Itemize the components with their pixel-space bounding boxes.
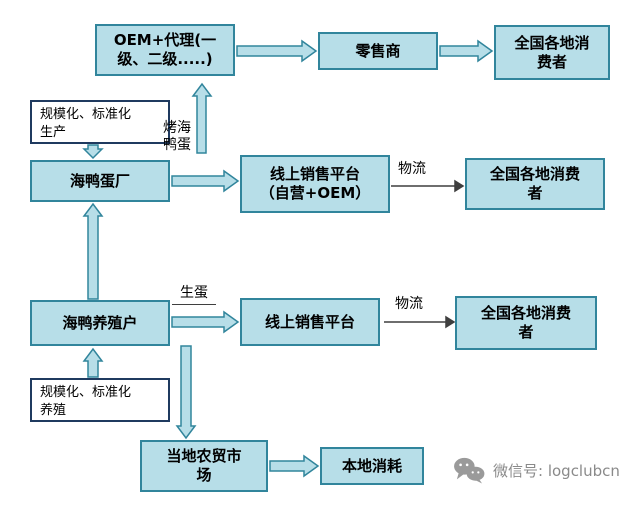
arrow-retailer-to-consumer	[439, 39, 494, 63]
node-online-platform-oem-line2: （自营+OEM）	[259, 184, 371, 202]
node-egg-factory-label: 海鸭蛋厂	[69, 171, 130, 190]
node-retailer: 零售商	[318, 32, 438, 70]
logistics-arrow-bottom	[384, 315, 456, 329]
node-egg-factory: 海鸭蛋厂	[30, 160, 170, 202]
edge-label-roast-egg: 烤海鸭蛋	[163, 120, 191, 153]
node-consumer-mid-label: 全国各地消费者	[489, 165, 580, 202]
node-local-market: 当地农贸市场	[140, 440, 268, 492]
callout-scale-production: 规模化、标准化 生产	[30, 100, 170, 144]
arrow-farmer-to-platform	[171, 310, 240, 334]
node-online-platform-oem: 线上销售平台 （自营+OEM）	[240, 155, 390, 213]
node-duck-farmer: 海鸭养殖户	[30, 300, 170, 346]
arrow-oem-to-retailer	[236, 39, 318, 63]
arrow-factory-to-oem	[191, 82, 213, 154]
node-consumer-top-label: 全国各地消费者	[514, 33, 590, 71]
wechat-icon	[454, 457, 485, 484]
callout-scale-production-line2: 生产	[40, 124, 67, 140]
arrow-factory-to-platform	[171, 169, 240, 193]
arrow-market-to-consumption	[269, 454, 320, 478]
node-consumer-top: 全国各地消费者	[494, 25, 610, 80]
node-online-platform-oem-line1: 线上销售平台	[269, 165, 360, 184]
node-consumer-bottom: 全国各地消费者	[455, 296, 597, 350]
node-online-platform-label: 线上销售平台	[264, 312, 355, 331]
edge-label-logistics-bottom: 物流	[395, 296, 423, 312]
node-duck-farmer-label: 海鸭养殖户	[62, 313, 138, 332]
node-online-platform: 线上销售平台	[240, 298, 380, 346]
logistics-arrow-mid	[391, 179, 465, 193]
callout-scale-production-line1: 规模化、标准化	[40, 107, 132, 122]
node-local-consumption-label: 本地消耗	[341, 456, 402, 475]
node-oem-agents-label: OEM+代理(一级、二级.....)	[113, 31, 217, 68]
node-local-market-label: 当地农贸市场	[166, 447, 242, 484]
arrow-breeding-to-farmer	[82, 347, 104, 378]
callout-scale-breeding-line2: 养殖	[40, 402, 67, 418]
arrow-production-to-factory	[82, 144, 104, 160]
node-consumer-bottom-label: 全国各地消费者	[480, 304, 571, 341]
wechat-id-text: 微信号: logclubcn	[493, 461, 620, 480]
node-retailer-label: 零售商	[355, 41, 401, 60]
edge-label-logistics-mid: 物流	[398, 161, 426, 177]
node-consumer-mid: 全国各地消费者	[465, 158, 605, 210]
edge-label-lay-egg: 生蛋	[172, 285, 216, 305]
arrow-farmer-to-market	[175, 345, 197, 440]
node-local-consumption: 本地消耗	[320, 447, 424, 485]
arrow-farmer-to-factory	[82, 202, 104, 300]
wechat-watermark: 微信号: logclubcn	[452, 456, 620, 484]
callout-scale-breeding-line1: 规模化、标准化	[40, 385, 132, 400]
callout-scale-breeding: 规模化、标准化 养殖	[30, 378, 170, 422]
node-oem-agents: OEM+代理(一级、二级.....)	[95, 24, 235, 76]
